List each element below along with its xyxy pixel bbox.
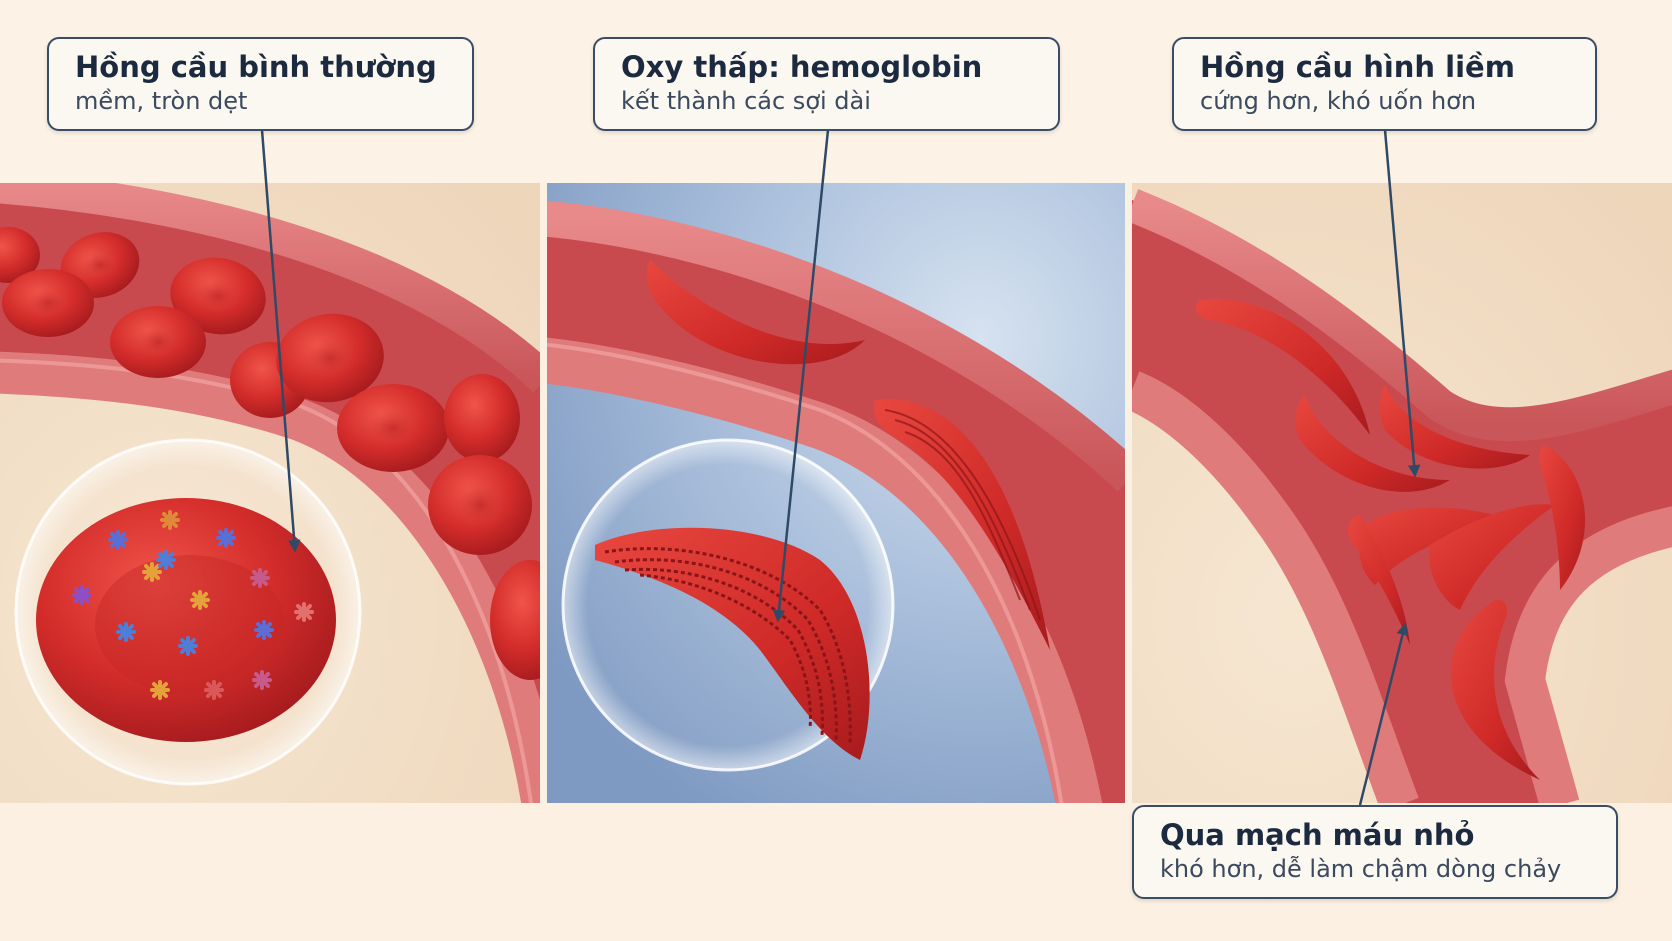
leader-arrows	[260, 129, 1421, 806]
callout-normal-title: Hồng cầu bình thường	[75, 50, 437, 84]
callout-sickle-title: Hồng cầu hình liềm	[1200, 50, 1515, 84]
callout-low-oxygen-subtitle: kết thành các sợi dài	[621, 87, 871, 115]
callout-small-vessel: Qua mạch máu nhỏ khó hơn, dễ làm chậm dò…	[1132, 805, 1618, 899]
callout-low-oxygen-title: Oxy thấp: hemoglobin	[621, 50, 983, 84]
panel-low-oxygen	[547, 183, 1125, 803]
panel-normal-cells	[0, 183, 540, 803]
callout-normal-cell: Hồng cầu bình thường mềm, tròn dẹt	[47, 37, 474, 131]
callout-small-vessel-subtitle: khó hơn, dễ làm chậm dòng chảy	[1160, 855, 1562, 883]
callout-sickle-subtitle: cứng hơn, khó uốn hơn	[1200, 87, 1477, 115]
callout-sickle-cell: Hồng cầu hình liềm cứng hơn, khó uốn hơn	[1172, 37, 1597, 131]
callout-small-vessel-title: Qua mạch máu nhỏ	[1160, 818, 1475, 852]
panel-sickle-cells	[1132, 183, 1672, 803]
callout-normal-subtitle: mềm, tròn dẹt	[75, 87, 248, 115]
callout-low-oxygen: Oxy thấp: hemoglobin kết thành các sợi d…	[593, 37, 1060, 131]
